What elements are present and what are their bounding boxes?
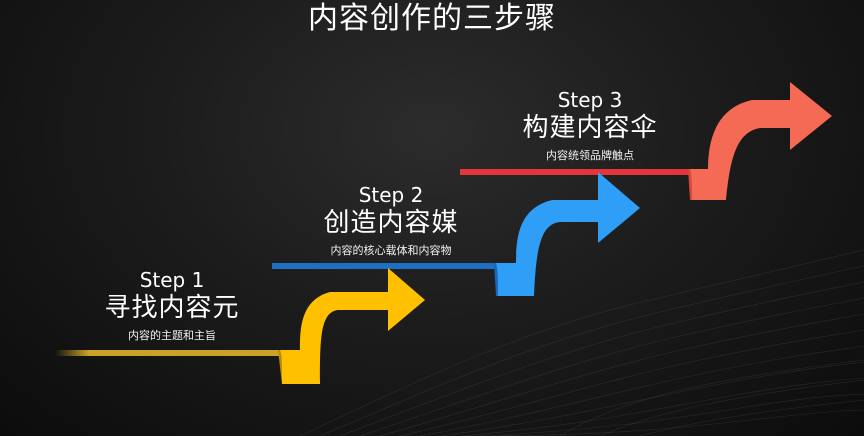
step2-text-block: Step 2 创造内容媒 内容的核心载体和内容物 — [281, 183, 501, 259]
step1-heading: 寻找内容元 — [104, 293, 240, 323]
step2-arrow-icon — [494, 172, 640, 296]
step1-description: 内容的主题和主旨 — [128, 329, 216, 342]
step3-description: 内容统领品牌触点 — [546, 149, 634, 162]
step3-lead-line — [460, 169, 692, 175]
step1-text-block: Step 1 寻找内容元 内容的主题和主旨 — [62, 268, 282, 344]
step3-heading: 构建内容伞 — [522, 113, 658, 143]
step3-label: Step 3 — [557, 88, 623, 112]
step2-description: 内容的核心载体和内容物 — [330, 244, 452, 257]
step1-arrow-icon — [278, 268, 425, 384]
slide-title: 内容创作的三步骤 — [308, 1, 556, 36]
step2-label: Step 2 — [358, 183, 424, 207]
step3-text-block: Step 3 构建内容伞 内容统领品牌触点 — [480, 88, 700, 164]
step3-arrow-icon — [688, 82, 832, 200]
step1-lead-line — [55, 350, 280, 356]
wave-mesh — [299, 249, 864, 436]
step2-heading: 创造内容媒 — [323, 208, 459, 238]
step2-lead-line — [272, 263, 500, 269]
step1-label: Step 1 — [139, 268, 205, 292]
